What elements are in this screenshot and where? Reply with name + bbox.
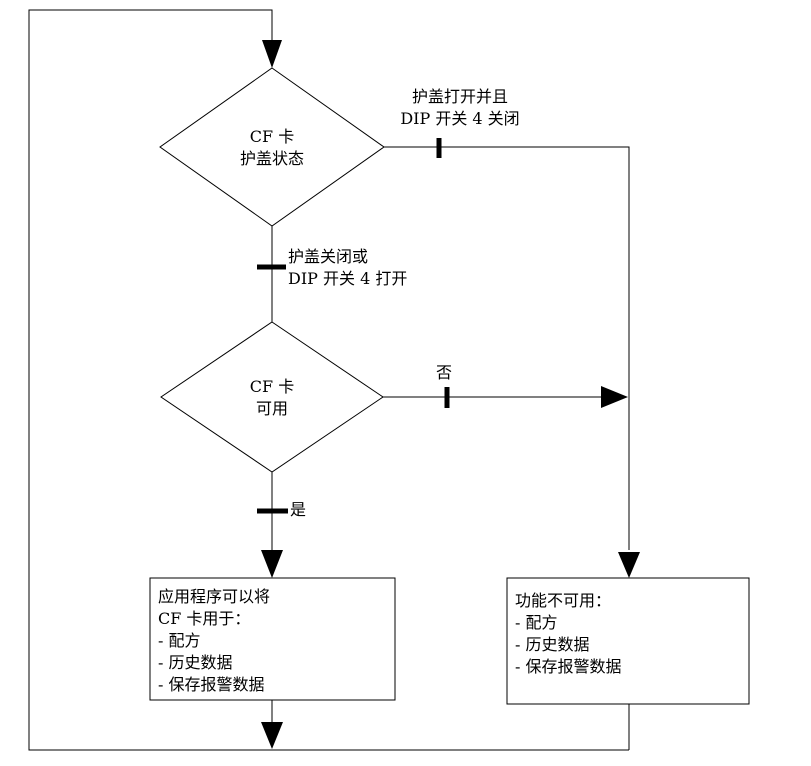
decision-cover-status-line2: 护盖状态 [239, 149, 304, 168]
result-unavailable-line: - 配方 [515, 613, 558, 632]
decision-card-available-line2: 可用 [255, 399, 288, 418]
decision-cover-status-line1: CF 卡 [249, 127, 295, 146]
result-unavailable-line: - 历史数据 [515, 635, 590, 654]
arrowhead-no-merge [601, 386, 628, 408]
branch-label-cover-closed-line2: DIP 开关 4 打开 [288, 269, 408, 288]
branch-label-cover-open: 护盖打开并且 DIP 开关 4 关闭 [380, 86, 540, 130]
result-unavailable-box [506, 577, 750, 705]
decision-card-available-label: CF 卡 可用 [182, 376, 362, 420]
branch-label-cover-open-line1: 护盖打开并且 [411, 87, 508, 106]
result-available-line: CF 卡用于： [158, 609, 251, 628]
arrowhead-into-right-box [618, 552, 640, 578]
result-available-text: 应用程序可以将 CF 卡用于： - 配方 - 历史数据 - 保存报警数据 [158, 586, 388, 696]
arrowhead-into-left-box [261, 550, 283, 578]
branch-label-no: 否 [436, 363, 453, 382]
result-available-line: - 历史数据 [158, 653, 233, 672]
result-unavailable-line: - 保存报警数据 [515, 657, 622, 676]
result-available-line: - 保存报警数据 [158, 675, 265, 694]
loop-connector-line [28, 9, 629, 751]
branch-label-yes: 是 [290, 500, 307, 519]
branch-label-cover-closed-line1: 护盖关闭或 [288, 247, 369, 266]
branch-label-cover-closed: 护盖关闭或 DIP 开关 4 打开 [288, 246, 407, 290]
decision-cover-status-diamond [159, 67, 385, 227]
result-unavailable-line: 功能不可用： [515, 591, 612, 610]
result-available-box [149, 577, 396, 701]
result-unavailable-text: 功能不可用： - 配方 - 历史数据 - 保存报警数据 [515, 590, 741, 678]
arrowhead-into-decision1 [262, 40, 282, 68]
decision-cover-status-label: CF 卡 护盖状态 [182, 126, 362, 170]
result-available-line: 应用程序可以将 [158, 587, 271, 606]
decision-card-available-line1: CF 卡 [249, 377, 295, 396]
branch-label-cover-open-line2: DIP 开关 4 关闭 [400, 109, 520, 128]
arrowhead-left-box-to-loop [261, 722, 283, 749]
cover-open-connector-line [384, 146, 630, 550]
result-available-line: - 配方 [158, 631, 201, 650]
decision-card-available-diamond [160, 321, 384, 473]
